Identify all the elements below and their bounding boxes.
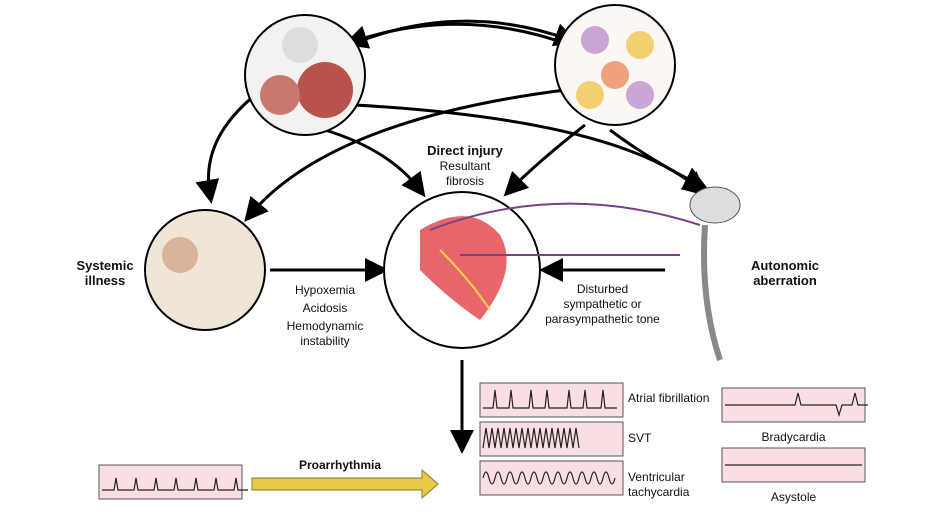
systemic-illness-label: Systemic illness (76, 258, 134, 288)
hemodynamic-label: Hemodynamic instability (286, 319, 364, 348)
patient-circle (144, 209, 266, 331)
immune-cells-circle (554, 4, 676, 126)
fibrosis-label: Resultant fibrosis (439, 159, 491, 188)
af-label: Atrial fibrillation (628, 391, 710, 405)
nerves (429, 202, 701, 256)
hypoxemia-label: Hypoxemia (294, 283, 356, 297)
autonomic-aberration-label: Autonomic aberration (751, 258, 819, 288)
heart-circle (383, 191, 541, 349)
disturbed-tone-label: Disturbed sympathetic or parasympathetic… (545, 282, 660, 326)
svt-label: SVT (628, 431, 652, 445)
direct-injury-label: Direct injury (427, 143, 503, 158)
bradycardia-label: Bradycardia (761, 430, 826, 444)
acidosis-label: Acidosis (302, 301, 348, 315)
vt-label: Ventricular tachycardia (628, 470, 690, 499)
ecg-traces (102, 389, 868, 491)
asystole-label: Asystole (770, 490, 817, 504)
proarrhythmia-label: Proarrhythmia (298, 458, 382, 472)
nervous-system (689, 186, 741, 361)
arrows (195, 19, 709, 454)
virus-circle (244, 14, 366, 136)
proarrhythmia-arrow (251, 468, 439, 500)
